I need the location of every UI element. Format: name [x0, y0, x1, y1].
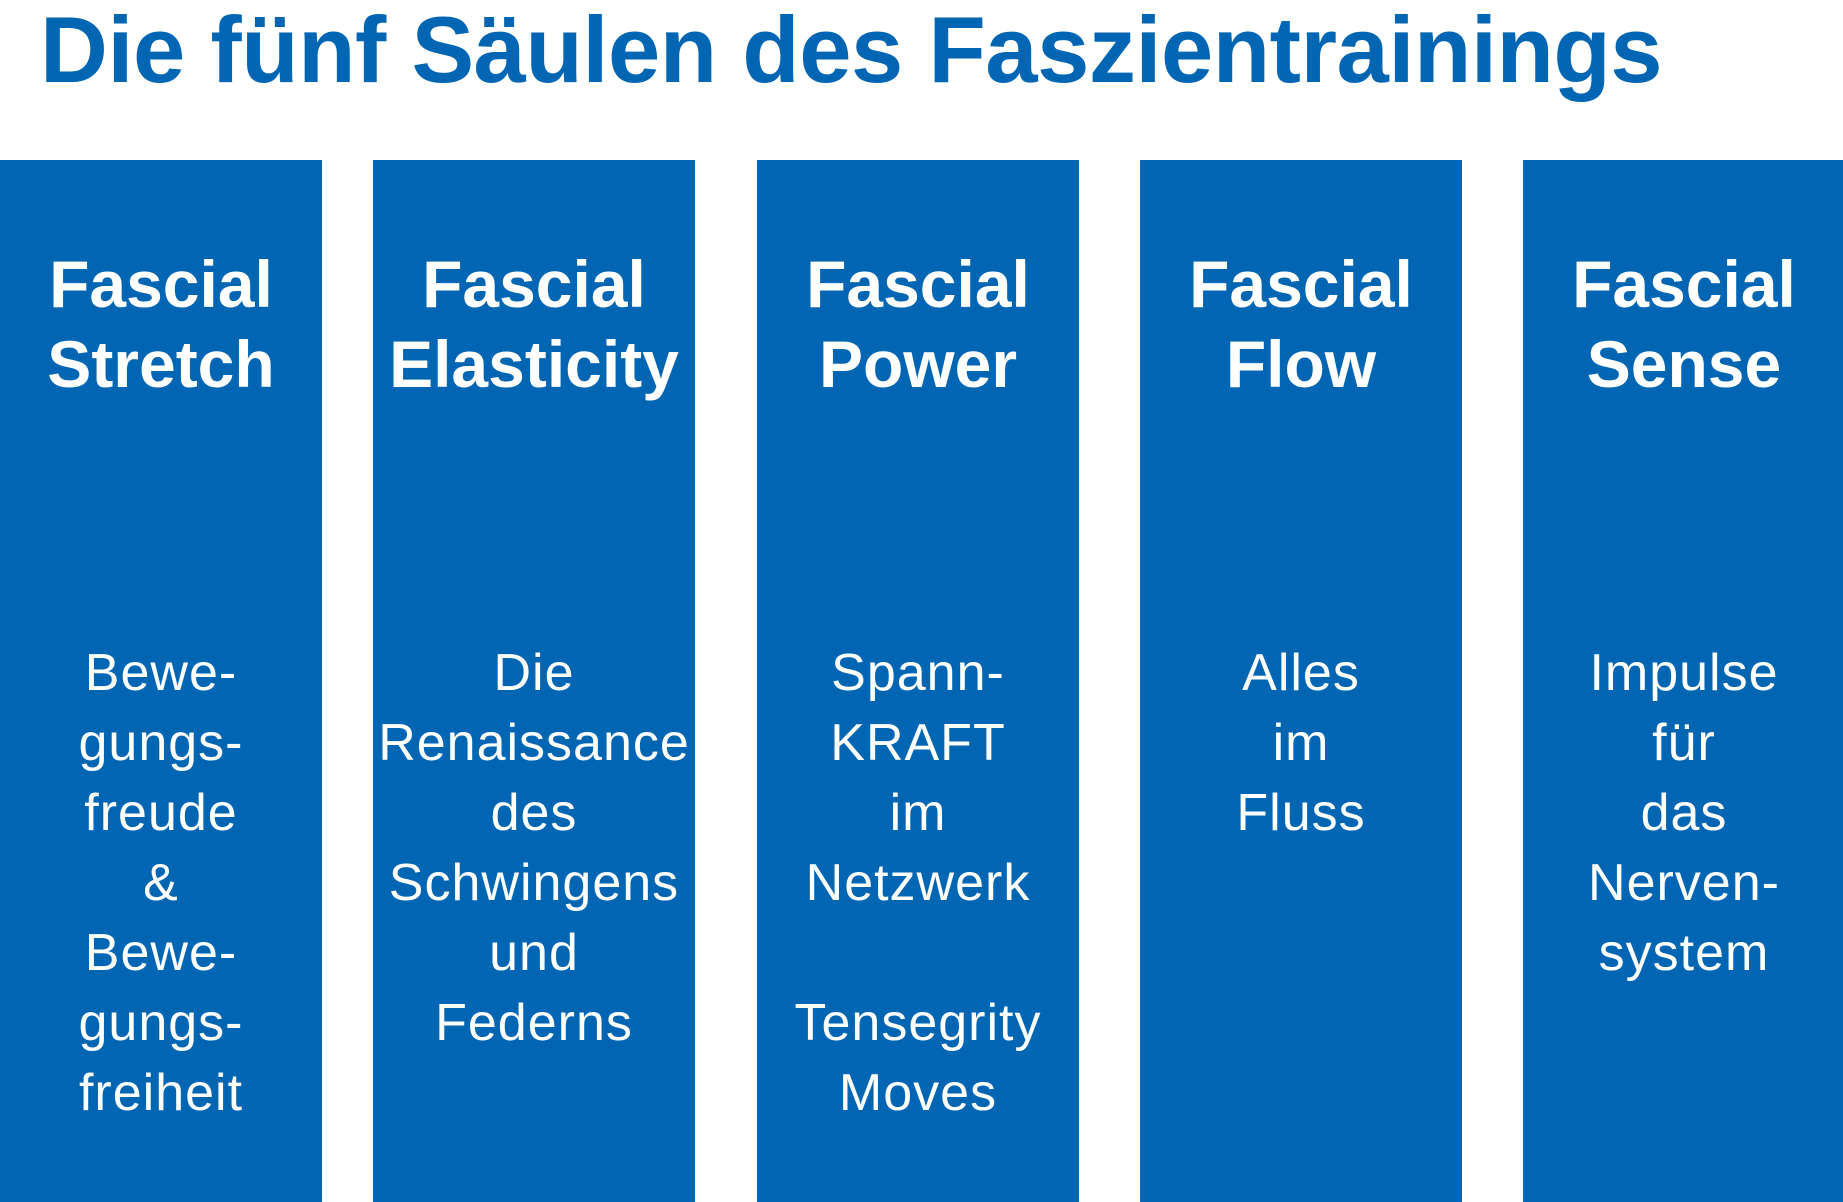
pillar-desc-line: freude: [84, 784, 238, 842]
page-title: Die fünf Säulen des Faszientrainings: [40, 0, 1663, 102]
pillar-desc-line: gungs-: [78, 994, 244, 1052]
pillar-power: Fascial Power Spann- KRAFT im Netzwerk T…: [757, 160, 1079, 1202]
pillar-desc-line: system: [1598, 924, 1770, 982]
pillar-flow: Fascial Flow Alles im Fluss: [1140, 160, 1462, 1202]
pillar-desc-line: Bewe-: [84, 924, 238, 982]
pillar-desc-line: Bewe-: [84, 644, 238, 702]
pillar-title: Fascial Elasticity: [373, 244, 695, 404]
pillar-title-line: Fascial: [1189, 247, 1413, 321]
pillar-description: Spann- KRAFT im Netzwerk Tensegrity Move…: [757, 638, 1079, 1128]
pillar-desc-line: Nerven-: [1588, 854, 1780, 912]
pillar-title: Fascial Power: [757, 244, 1079, 404]
pillar-desc-line: &: [143, 854, 179, 912]
pillar-title-line: Sense: [1586, 327, 1782, 401]
pillar-description: Die Renaissance des Schwingens und Feder…: [373, 638, 695, 1058]
pillar-desc-line: KRAFT: [830, 714, 1006, 772]
pillar-desc-line: Alles: [1242, 644, 1360, 702]
pillar-description: Impulse für das Nerven- system: [1523, 638, 1843, 988]
pillar-title: Fascial Flow: [1140, 244, 1462, 404]
pillar-title-line: Power: [818, 327, 1018, 401]
pillar-title-line: Elasticity: [389, 327, 679, 401]
pillar-stretch: Fascial Stretch Bewe- gungs- freude & Be…: [0, 160, 322, 1202]
pillar-desc-line: im: [1272, 714, 1330, 772]
pillar-desc-line: das: [1640, 784, 1728, 842]
pillar-title-line: Fascial: [1572, 247, 1796, 321]
pillar-title-line: Fascial: [806, 247, 1030, 321]
pillar-sense: Fascial Sense Impulse für das Nerven- sy…: [1523, 160, 1843, 1202]
pillar-desc-line: des: [490, 784, 578, 842]
pillar-desc-line: Netzwerk: [805, 854, 1031, 912]
pillar-desc-line: gungs-: [78, 714, 244, 772]
pillar-title-line: Stretch: [47, 327, 275, 401]
pillar-elasticity: Fascial Elasticity Die Renaissance des S…: [373, 160, 695, 1202]
pillar-desc-line: Die: [493, 644, 575, 702]
pillar-desc-line: Renaissance: [378, 714, 690, 772]
pillar-desc-line: für: [1652, 714, 1716, 772]
pillar-title-line: Fascial: [49, 247, 273, 321]
pillar-desc-line: und: [489, 924, 579, 982]
pillar-title-line: Fascial: [422, 247, 646, 321]
pillar-desc-line: Fluss: [1236, 784, 1366, 842]
pillar-desc-line: Spann-: [831, 644, 1005, 702]
pillar-desc-line: Federns: [435, 994, 633, 1052]
pillar-desc-spacer: [757, 918, 1079, 988]
pillar-description: Alles im Fluss: [1140, 638, 1462, 848]
pillar-desc-line: Tensegrity: [794, 994, 1042, 1052]
pillar-desc-line: Moves: [838, 1064, 998, 1122]
pillar-desc-line: im: [889, 784, 947, 842]
pillar-title: Fascial Stretch: [0, 244, 322, 404]
pillar-desc-line: Impulse: [1589, 644, 1779, 702]
pillar-title-line: Flow: [1225, 327, 1377, 401]
pillar-desc-line: freiheit: [78, 1064, 244, 1122]
pillar-title: Fascial Sense: [1523, 244, 1843, 404]
pillar-desc-line: Schwingens: [388, 854, 680, 912]
pillar-description: Bewe- gungs- freude & Bewe- gungs- freih…: [0, 638, 322, 1128]
